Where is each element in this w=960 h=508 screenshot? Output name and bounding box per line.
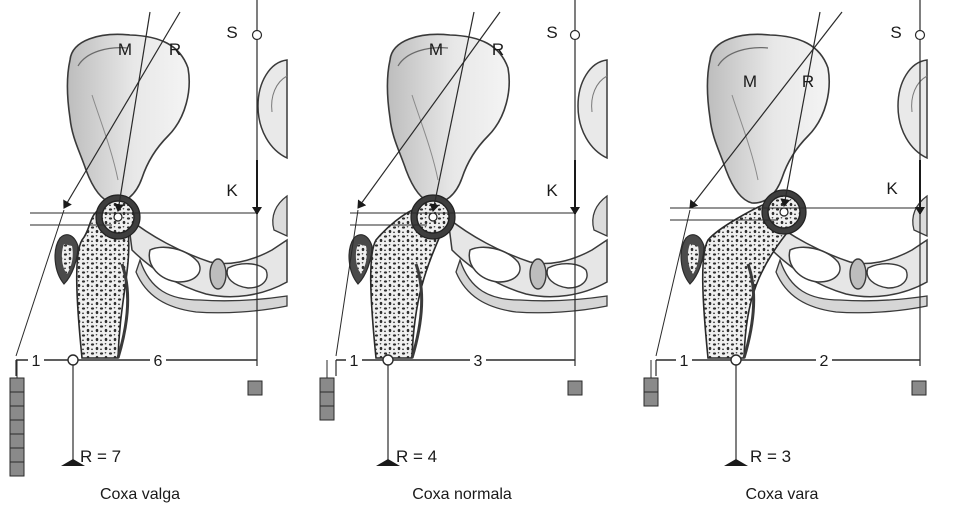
weight-block [10,448,24,462]
weight-block [644,378,658,392]
pivot-base [724,459,748,466]
resultant-value: R = 3 [750,447,791,466]
pivot-point [731,355,741,365]
weight-block [10,420,24,434]
weight-block [320,378,334,392]
weight-block [568,381,582,395]
weight-block [248,381,262,395]
panel-caption: Coxa valga [100,486,180,503]
lever-medial-value: 1 [680,353,689,370]
label-r: R [169,40,181,59]
s-point [253,31,262,40]
panel-valga: 1 6 M R S K R = 7 Coxa valga [10,0,287,503]
lever-medial-value: 1 [350,353,359,370]
label-k: K [546,181,558,200]
resultant-value: R = 7 [80,447,121,466]
lever-medial-value: 1 [32,353,41,370]
label-r: R [802,72,814,91]
label-s: S [226,23,237,42]
label-m: M [429,40,443,59]
panel-caption: Coxa normala [412,486,512,503]
label-s: S [890,23,901,42]
m-extension-line [336,210,358,356]
label-m: M [118,40,132,59]
weight-block [320,392,334,406]
m-extension-line [16,210,64,356]
pivot-point [68,355,78,365]
pivot-point [383,355,393,365]
weight-block [10,378,24,392]
label-m: M [743,72,757,91]
panel-vara: 1 2 M R S K R = 3 Coxa vara [644,0,927,503]
s-point [571,31,580,40]
weight-block [10,406,24,420]
weight-block [912,381,926,395]
m-extension-line [656,210,690,356]
weight-block [10,462,24,476]
weight-block [10,392,24,406]
head-center-point [429,213,437,221]
label-s: S [546,23,557,42]
head-center-point [114,213,122,221]
resultant-value: R = 4 [396,447,437,466]
weight-block [10,434,24,448]
lever-lateral-value: 3 [474,353,483,370]
panels-root: 1 6 M R S K R = 7 Coxa valga 1 3 M R S K R = 4 Coxa nor… [10,0,927,503]
panel-caption: Coxa vara [746,486,819,503]
weight-block [320,406,334,420]
lever-lateral-value: 2 [820,353,829,370]
label-r: R [492,40,504,59]
panel-normala: 1 3 M R S K R = 4 Coxa normala [320,0,607,503]
label-k: K [226,181,238,200]
label-k: K [886,179,898,198]
s-point [916,31,925,40]
head-center-point [780,208,788,216]
lever-lateral-value: 6 [154,353,163,370]
weight-block [644,392,658,406]
